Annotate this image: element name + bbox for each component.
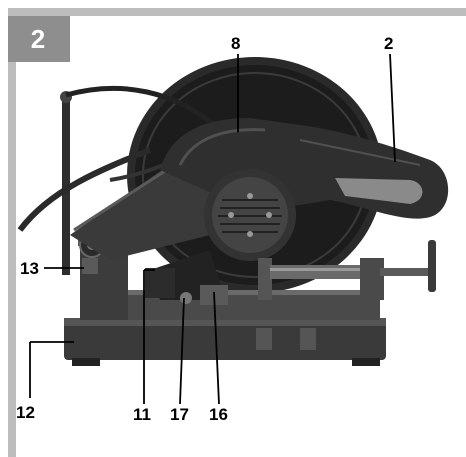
callout-13: 13 bbox=[20, 259, 39, 278]
callout-2: 2 bbox=[384, 34, 394, 53]
figure-number-badge bbox=[8, 16, 70, 62]
callout-11: 11 bbox=[133, 405, 151, 424]
callout-16: 16 bbox=[209, 405, 228, 424]
callout-17: 17 bbox=[170, 405, 189, 424]
callout-leaders bbox=[29, 53, 396, 405]
cut-off-saw-icon bbox=[17, 57, 449, 366]
callout-8: 8 bbox=[231, 34, 241, 53]
callout-12: 12 bbox=[16, 403, 35, 422]
figure-number: 2 bbox=[30, 24, 46, 54]
